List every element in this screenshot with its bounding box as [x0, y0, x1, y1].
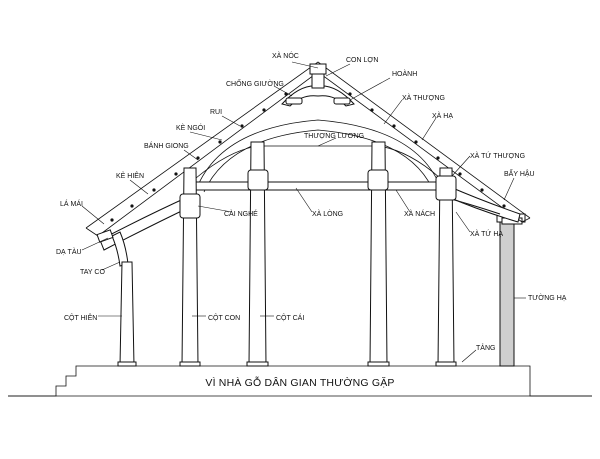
label-rui: RUI — [210, 109, 222, 116]
label-xa-ha: XÀ HẠ — [432, 111, 453, 120]
label-xa-tu-thuong: XÀ TỨ THƯỢNG — [470, 151, 525, 160]
label-tang: TẢNG — [476, 343, 495, 352]
label-con-lon: CON LỢN — [346, 57, 378, 64]
label-la-mai: LÁ MÁI — [60, 199, 83, 208]
diagram-title: VÌ NHÀ GỖ DÂN GIAN THƯỜNG GẶP — [205, 376, 394, 389]
label-da-tau: DẠ TÀU — [56, 247, 82, 256]
label-xa-thuong: XÀ THƯỢNG — [402, 93, 445, 102]
label-hoanh: HOÀNH — [392, 69, 417, 78]
hoanh-purlins — [110, 92, 506, 222]
part-labels: XÀ NÓC CON LỢN CHỐNG GIƯỜNG HOÀNH RUI KÈ… — [56, 51, 567, 352]
label-banh-giong: BÁNH GIONG — [144, 141, 189, 150]
label-chong-giuong: CHỐNG GIƯỜNG — [226, 78, 284, 88]
leader-lines — [81, 61, 526, 363]
label-cai-nghe: CÀI NGHÉ — [224, 209, 258, 218]
label-thuong-luong: THƯỢNG LƯƠNG — [304, 133, 364, 140]
label-ke-hien: KẺ HIÊN — [116, 171, 144, 180]
label-tay-co: TAY CO — [80, 269, 105, 276]
front-eave-bracket — [96, 195, 193, 267]
xa-long-beam — [185, 181, 453, 191]
curved-rafters — [195, 119, 441, 193]
ridge-assembly — [281, 63, 355, 107]
label-xa-tu-ha: XÀ TỨ HẠ — [470, 229, 503, 238]
label-bay-hau: BẨY HẬU — [504, 169, 535, 178]
label-tuong-ha: TƯỜNG HẠ — [528, 293, 567, 302]
label-ke-ngoi: KÈ NGÓI — [176, 123, 205, 132]
label-cot-cai: CỘT CÁI — [276, 313, 304, 322]
label-xa-noc: XÀ NÓC — [272, 51, 299, 60]
label-cot-hien: CỘT HIÊN — [64, 313, 97, 322]
columns — [117, 141, 457, 367]
label-cot-con: CỘT CON — [208, 313, 240, 322]
cot-hien-column — [119, 261, 135, 367]
label-xa-long: XÀ LÒNG — [312, 209, 343, 218]
back-eave-bracket — [439, 185, 521, 223]
label-xa-nach: XÀ NÁCH — [404, 209, 435, 218]
foundation — [8, 365, 592, 397]
